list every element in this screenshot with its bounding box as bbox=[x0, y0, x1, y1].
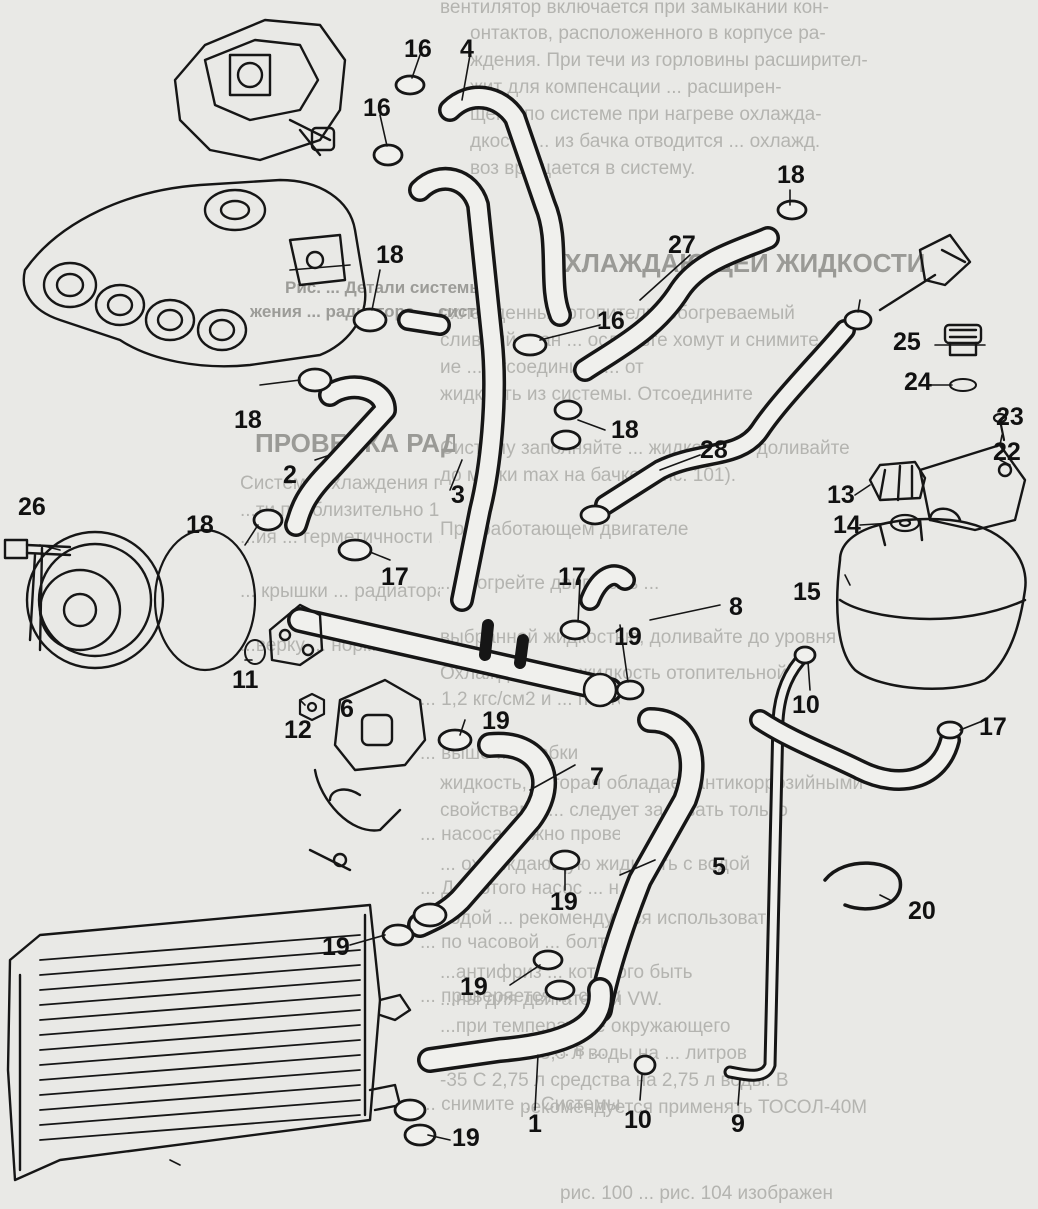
background-text-line: Систему охлаждения проверяйте ... при bbox=[240, 473, 440, 494]
part-label: 16 bbox=[404, 35, 432, 63]
intake-manifold bbox=[22, 178, 367, 368]
part-label: 19 bbox=[460, 973, 488, 1001]
o-ring-24 bbox=[949, 378, 977, 392]
hose-8 bbox=[579, 564, 636, 611]
throttle-housing bbox=[173, 18, 347, 162]
part-label: 6 bbox=[340, 695, 354, 723]
part-label: 27 bbox=[668, 231, 696, 259]
part-label: 5 bbox=[712, 853, 726, 881]
part-label: 19 bbox=[614, 623, 642, 651]
background-caption: Рис. ... Детали системы охлаждения bbox=[285, 278, 485, 297]
part-label: 19 bbox=[550, 888, 578, 916]
part-label: 9 bbox=[731, 1110, 745, 1138]
o-ring-11 bbox=[153, 528, 257, 672]
part-label: 22 bbox=[993, 438, 1021, 466]
thermostat-housing bbox=[308, 678, 427, 872]
background-text-line: ... охлаждающую жидкость с водой bbox=[440, 854, 751, 875]
part-label: 10 bbox=[624, 1106, 652, 1134]
nut-12 bbox=[298, 692, 326, 722]
hose-7 bbox=[407, 731, 558, 938]
part-label: 17 bbox=[979, 713, 1007, 741]
background-text-line: ... снимите ... Системы охлаждения bbox=[420, 1094, 620, 1115]
part-label: 19 bbox=[482, 707, 510, 735]
coolant-pipe-6 bbox=[287, 607, 623, 708]
background-text-line: ...антифриз ... которого быть bbox=[440, 962, 693, 983]
part-label: 2 bbox=[283, 461, 297, 489]
seal-11 bbox=[244, 639, 266, 665]
hose-1 bbox=[417, 977, 614, 1073]
hose-27 bbox=[573, 226, 780, 382]
part-label: 4 bbox=[460, 35, 474, 63]
expansion-tank-15 bbox=[836, 507, 1027, 690]
radiator bbox=[6, 903, 412, 1182]
background-text-line: вентилятор включается при замыкании кон- bbox=[440, 0, 829, 18]
part-label: 25 bbox=[893, 328, 921, 356]
part-label: 11 bbox=[232, 666, 259, 694]
hose-28 bbox=[594, 319, 856, 516]
part-label: 18 bbox=[186, 511, 214, 539]
part-label: 1 bbox=[528, 1110, 542, 1138]
part-label: 15 bbox=[793, 578, 821, 606]
part-label: 10 bbox=[792, 691, 820, 719]
part-label: 19 bbox=[452, 1124, 480, 1152]
part-label: 7 bbox=[590, 763, 604, 791]
part-label: 26 bbox=[18, 493, 46, 521]
background-text-line: охлажденный отопитель, обогреваемый bbox=[440, 303, 795, 324]
short-hose bbox=[397, 309, 451, 336]
background-text-line: При работающем двигателе bbox=[440, 519, 689, 540]
part-label: 17 bbox=[381, 563, 409, 591]
background-text-line: онтактов, расположенного в корпусе ра- bbox=[470, 23, 826, 44]
washer-14 bbox=[889, 513, 921, 533]
background-text-line: щему по системе при нагреве охлажда- bbox=[470, 104, 822, 125]
temperature-sender bbox=[878, 233, 972, 312]
part-label: 28 bbox=[700, 436, 728, 464]
part-label: 13 bbox=[827, 481, 855, 509]
plug-25 bbox=[943, 323, 983, 357]
background-text-line: ... по часовой ... болты bbox=[420, 932, 620, 953]
background-text-line: рис. 100 ... рис. 104 изображен bbox=[560, 1183, 834, 1204]
background-text-line: ждения. При течи из горловины расширител… bbox=[470, 50, 868, 71]
part-label: 3 bbox=[451, 481, 465, 509]
part-label: 24 bbox=[904, 368, 932, 396]
bolt-26 bbox=[3, 538, 72, 560]
part-label: 18 bbox=[611, 416, 639, 444]
hose-2 bbox=[284, 375, 397, 537]
part-label: 17 bbox=[558, 563, 586, 591]
hose-clamp-20 bbox=[823, 861, 903, 911]
background-text-line: жит для компенсации ... расширен- bbox=[470, 77, 782, 98]
part-label: 23 bbox=[996, 403, 1024, 431]
screw-23 bbox=[992, 412, 1008, 442]
water-pump-pulley bbox=[25, 530, 165, 670]
part-label: 20 bbox=[908, 897, 936, 925]
part-label: 19 bbox=[322, 933, 350, 961]
background-text-line: дкость ... из бачка отводится ... охлажд… bbox=[470, 131, 821, 152]
background-text-line: водой ... рекомендуется использовать bbox=[440, 908, 777, 929]
leader-lines bbox=[39, 54, 1011, 1166]
part-label: 18 bbox=[234, 406, 262, 434]
background-text-line: выбранной жидкостью, доливайте до уровня bbox=[440, 627, 837, 648]
part-label: 8 bbox=[729, 593, 743, 621]
part-label: 14 bbox=[833, 511, 861, 539]
hose-4 bbox=[438, 85, 572, 327]
part-label: 12 bbox=[284, 716, 312, 744]
background-text-line: ... крышки ... радиатора ... на bbox=[240, 581, 440, 602]
reservoir-return-hose bbox=[749, 709, 961, 791]
part-label: 16 bbox=[597, 307, 625, 335]
hose-3 bbox=[408, 166, 507, 612]
pipe-flange bbox=[268, 603, 324, 667]
part-label: 18 bbox=[777, 161, 805, 189]
background-text-line: рекомендуется применять ТОСОЛ-40М bbox=[520, 1097, 868, 1118]
part-label: 16 bbox=[363, 94, 391, 122]
hose-5 bbox=[587, 707, 705, 1023]
part-label: 18 bbox=[376, 241, 404, 269]
reservoir-cap-13 bbox=[868, 460, 927, 502]
background-text-line: жидкость из системы. Отсоедините bbox=[440, 384, 753, 405]
background-text-line: -35 С 2,75 л средства на 2,75 л воды. В bbox=[440, 1070, 789, 1091]
hose-clamps bbox=[252, 74, 964, 1147]
